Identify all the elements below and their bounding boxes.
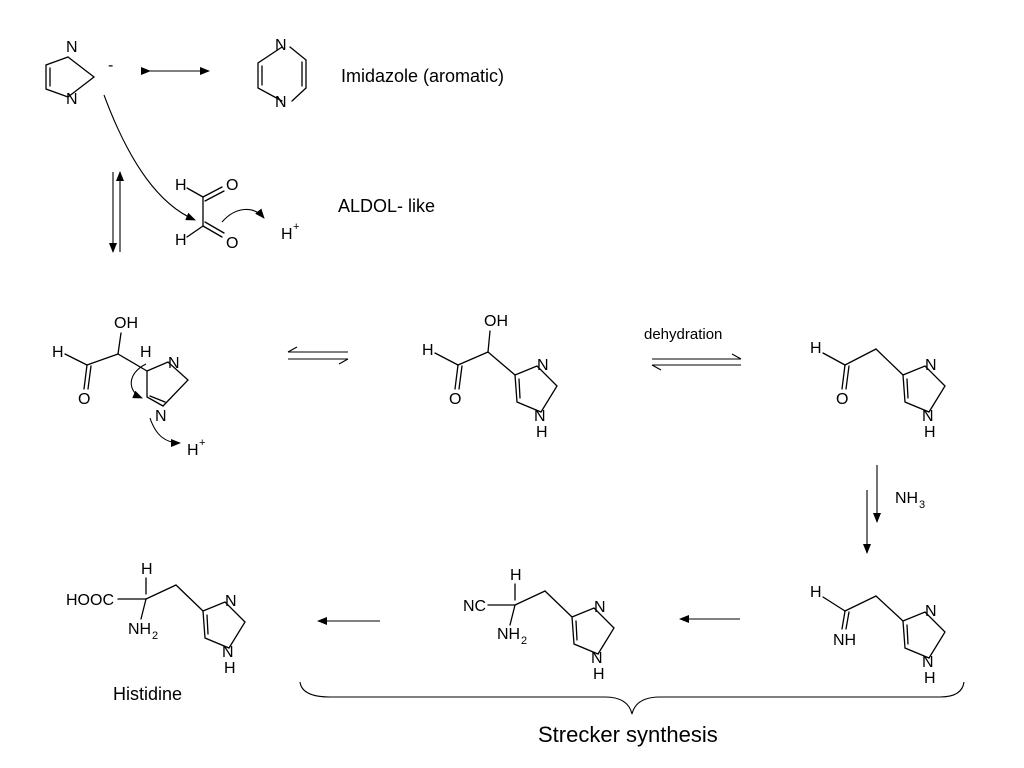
atom-h: H <box>140 344 152 361</box>
aminonitrile-imidazole: H NC NH 2 N N H <box>463 567 615 683</box>
atom-h: H <box>422 342 434 359</box>
atom-o: O <box>226 177 238 194</box>
atom-n: N <box>275 94 287 111</box>
electron-push-arrow <box>130 363 147 399</box>
ammonia-label: NH <box>895 490 918 507</box>
histidine-label: Histidine <box>113 684 182 704</box>
atom-h: H <box>536 424 548 441</box>
charge-plus: + <box>293 221 299 233</box>
atom-n: N <box>66 91 78 108</box>
atom-o: O <box>226 235 238 252</box>
atom-h: H <box>175 177 187 194</box>
atom-h: H <box>141 561 153 578</box>
atom-n: N <box>922 654 934 671</box>
atom-n: N <box>275 37 287 54</box>
imidazole-label: Imidazole (aromatic) <box>341 66 504 86</box>
imidazole-acetaldehyde: H O N N H <box>810 340 946 441</box>
atom-h: H <box>175 232 187 249</box>
aldol-intermediate: H O OH H N N <box>52 315 189 425</box>
glyoxal: H O H O <box>175 177 238 252</box>
atom-n: N <box>594 599 606 616</box>
atom-h: H <box>924 670 936 687</box>
atom-o: O <box>836 391 848 408</box>
anion-charge: - <box>108 57 113 74</box>
imidazole-anion: N N - <box>45 39 113 108</box>
amine: NH <box>497 626 520 643</box>
atom-n: N <box>225 593 237 610</box>
histidine-structure: H HOOC NH 2 N N H <box>66 561 246 677</box>
atom-o: O <box>449 391 461 408</box>
atom-h: H <box>593 666 605 683</box>
hydroxyl: OH <box>114 315 138 332</box>
atom-n: N <box>155 408 167 425</box>
atom-n: N <box>925 357 937 374</box>
atom-h: H <box>187 442 199 459</box>
equilibrium-arrow-barb <box>287 346 298 353</box>
atom-h: H <box>281 226 293 243</box>
atom-h: H <box>224 660 236 677</box>
imine-imidazole: H NH N N H <box>810 584 946 687</box>
atom-h: H <box>924 424 936 441</box>
dehydration-label: dehydration <box>644 326 722 343</box>
amine-subscript: 2 <box>152 630 158 642</box>
carboxyl: HOOC <box>66 592 114 609</box>
proton-loss-arrow <box>221 208 265 223</box>
atom-n: N <box>66 39 78 56</box>
atom-n: N <box>168 355 180 372</box>
charge-plus: + <box>199 437 205 449</box>
atom-n: N <box>222 644 234 661</box>
hydroxy-aldehyde-imidazole: H O OH N N H <box>422 313 558 441</box>
amine-subscript: 2 <box>521 635 527 647</box>
atom-n: N <box>925 603 937 620</box>
strecker-label: Strecker synthesis <box>538 722 718 747</box>
atom-h: H <box>810 340 822 357</box>
strecker-brace <box>299 681 965 715</box>
equilibrium-arrow-barb <box>731 353 742 360</box>
amine: NH <box>128 621 151 638</box>
equilibrium-arrow-barb <box>651 364 662 371</box>
atom-n: N <box>534 408 546 425</box>
atom-n: N <box>537 357 549 374</box>
aldol-label: ALDOL- like <box>338 196 435 216</box>
atom-o: O <box>78 391 90 408</box>
atom-h: H <box>52 344 64 361</box>
hydroxyl: OH <box>484 313 508 330</box>
nitrile: NC <box>463 598 486 615</box>
atom-h: H <box>510 567 522 584</box>
nucleophilic-attack-arrow <box>103 94 196 221</box>
atom-n: N <box>591 650 603 667</box>
imidazole-aromatic: N N <box>257 37 307 111</box>
atom-h: H <box>810 584 822 601</box>
equilibrium-arrow-barb <box>338 358 349 365</box>
ammonia-subscript: 3 <box>919 499 925 511</box>
proton-loss-arrow <box>149 417 181 447</box>
imine-nh: NH <box>833 632 856 649</box>
atom-n: N <box>922 408 934 425</box>
